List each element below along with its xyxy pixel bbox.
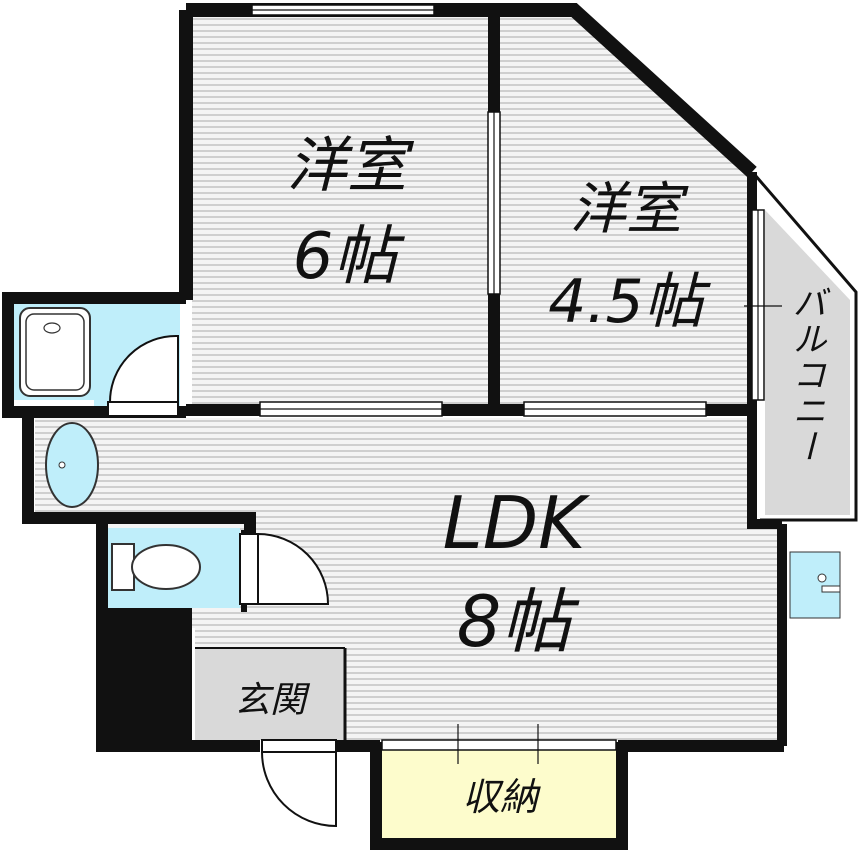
toilet-door-swing (257, 532, 330, 605)
room-size-western-45: 4.5帖 (548, 267, 711, 337)
entrance-door-swing (260, 751, 337, 828)
washbasin-icon (45, 422, 99, 508)
toilet-tank-icon (111, 543, 135, 591)
bathtub-inner (25, 313, 85, 391)
kitchen-sink-area (789, 551, 841, 619)
room-name-balcony: バルコニー (786, 285, 826, 465)
entrance-floor (195, 648, 345, 740)
kitchen-tap-icon (821, 585, 841, 593)
bath-outer-wall (2, 292, 186, 418)
room-name-western-45: 洋室 (570, 177, 689, 242)
toilet-bowl-icon (131, 544, 201, 590)
shaft-block (108, 608, 192, 740)
washbasin-drain (58, 461, 66, 469)
room-name-western-6: 洋室 (287, 131, 415, 201)
storage-walls (370, 742, 628, 850)
kitchen-faucet-icon (817, 573, 827, 583)
room-name-entrance: 玄関 (234, 680, 311, 721)
toilet-door-leaf (239, 533, 259, 605)
western-room-45-floor (500, 16, 750, 408)
washbasin-wall (22, 412, 98, 524)
toilet-outer-wall (98, 512, 256, 535)
room-size-western-6: 6帖 (293, 220, 406, 294)
entrance-door-leaf (261, 739, 337, 753)
bath-door-leaf (107, 401, 179, 417)
bathtub-drain-icon (43, 322, 61, 334)
balcony-floor (765, 210, 850, 515)
balcony-railing (753, 174, 858, 522)
bath-door-swing (108, 334, 179, 403)
room-size-ldk: 8帖 (457, 581, 581, 663)
ldk-floor (35, 418, 780, 740)
room-name-storage: 収納 (462, 775, 541, 819)
outer-wall-left-lower (96, 518, 260, 752)
western-room-6-floor (192, 16, 492, 408)
room-name-ldk: LDK (443, 481, 591, 565)
storage-floor (380, 748, 618, 840)
storage-door (381, 739, 617, 751)
